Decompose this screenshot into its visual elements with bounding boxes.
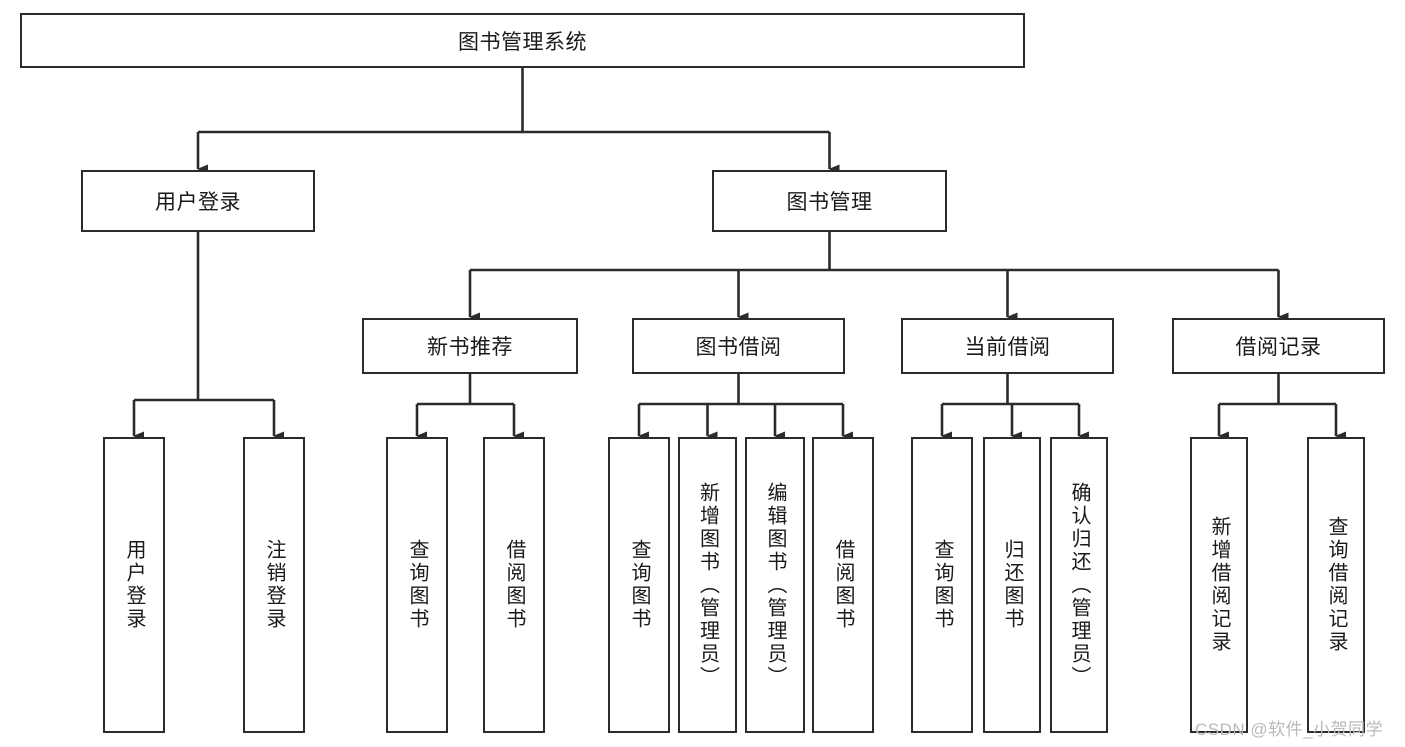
leaf-query-book-recommend[interactable]: 查询图书 bbox=[386, 437, 448, 733]
node-label: 查询借阅记录 bbox=[1325, 516, 1347, 654]
node-label: 图书借阅 bbox=[695, 336, 782, 359]
node-label: 借阅图书 bbox=[832, 539, 854, 631]
leaf-logout[interactable]: 注销登录 bbox=[243, 437, 305, 733]
node-label: 注销登录 bbox=[263, 539, 285, 631]
leaf-query-book[interactable]: 查询图书 bbox=[608, 437, 670, 733]
node-current-borrow[interactable]: 当前借阅 bbox=[901, 318, 1114, 374]
node-label: 新增借阅记录 bbox=[1208, 516, 1230, 654]
leaf-user-login[interactable]: 用户登录 bbox=[103, 437, 165, 733]
node-label: 查询图书 bbox=[628, 539, 650, 631]
leaf-confirm-return-admin[interactable]: 确认归还（管理员） bbox=[1050, 437, 1108, 733]
node-book-borrow[interactable]: 图书借阅 bbox=[632, 318, 845, 374]
node-label: 借阅记录 bbox=[1235, 336, 1322, 359]
leaf-add-book-admin[interactable]: 新增图书（管理员） bbox=[678, 437, 737, 733]
node-label: 归还图书 bbox=[1001, 539, 1023, 631]
node-label: 借阅图书 bbox=[503, 539, 525, 631]
node-label: 新书推荐 bbox=[427, 336, 513, 359]
leaf-borrow-book[interactable]: 借阅图书 bbox=[812, 437, 874, 733]
node-book-management[interactable]: 图书管理 bbox=[712, 170, 947, 232]
node-label: 编辑图书（管理员） bbox=[764, 481, 786, 689]
node-root[interactable]: 图书管理系统 bbox=[20, 13, 1025, 68]
node-label: 当前借阅 bbox=[964, 336, 1051, 359]
node-label: 图书管理系统 bbox=[458, 30, 587, 54]
node-label: 用户登录 bbox=[123, 539, 145, 631]
leaf-add-borrow-record[interactable]: 新增借阅记录 bbox=[1190, 437, 1248, 733]
leaf-borrow-book-recommend[interactable]: 借阅图书 bbox=[483, 437, 545, 733]
watermark: CSDN @软件_小贺同学 bbox=[1195, 720, 1384, 739]
leaf-query-borrow-record[interactable]: 查询借阅记录 bbox=[1307, 437, 1365, 733]
node-new-book-recommend[interactable]: 新书推荐 bbox=[362, 318, 578, 374]
node-label: 查询图书 bbox=[931, 539, 953, 631]
leaf-return-book[interactable]: 归还图书 bbox=[983, 437, 1041, 733]
node-label: 用户登录 bbox=[155, 191, 241, 214]
node-label: 新增图书（管理员） bbox=[696, 481, 719, 689]
node-label: 确认归还（管理员） bbox=[1068, 481, 1090, 689]
node-label: 图书管理 bbox=[786, 191, 873, 214]
leaf-edit-book-admin[interactable]: 编辑图书（管理员） bbox=[745, 437, 805, 733]
node-user-login[interactable]: 用户登录 bbox=[81, 170, 315, 232]
node-label: 查询图书 bbox=[406, 539, 428, 631]
node-borrow-record[interactable]: 借阅记录 bbox=[1172, 318, 1385, 374]
leaf-query-book-current[interactable]: 查询图书 bbox=[911, 437, 973, 733]
